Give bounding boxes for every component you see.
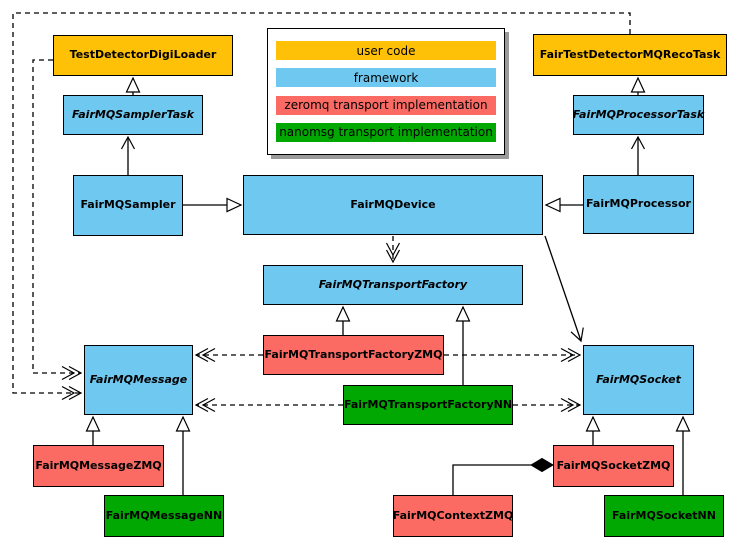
edge-device-to-socket	[544, 235, 584, 343]
node-fairmq-message-zmq: FairMQMessageZMQ	[33, 445, 164, 487]
node-fairmq-transport-factory-nn: FairMQTransportFactoryNN	[343, 385, 513, 425]
node-fairmq-transport-factory-zmq: FairMQTransportFactoryZMQ	[263, 335, 444, 375]
legend-item-nanomsg: nanomsg transport implementation	[276, 122, 496, 142]
node-test-detector-digi-loader: TestDetectorDigiLoader	[53, 35, 233, 76]
node-fairmq-socket-nn: FairMQSocketNN	[604, 495, 724, 537]
legend-item-zeromq: zeromq transport implementation	[276, 95, 496, 115]
node-fairmq-sampler-task: FairMQSamplerTask	[63, 95, 203, 135]
node-fairmq-transport-factory: FairMQTransportFactory	[263, 265, 523, 305]
node-fairmq-socket: FairMQSocket	[583, 345, 694, 415]
node-fairmq-device: FairMQDevice	[243, 175, 543, 235]
node-fairmq-processor: FairMQProcessor	[583, 175, 694, 234]
node-fairmq-message-nn: FairMQMessageNN	[104, 495, 224, 537]
node-fairmq-message: FairMQMessage	[84, 345, 193, 415]
node-fairmq-context-zmq: FairMQContextZMQ	[393, 495, 513, 537]
node-fairmq-socket-zmq: FairMQSocketZMQ	[553, 445, 674, 487]
legend-item-user-code: user code	[276, 41, 496, 61]
node-fairmq-processor-task: FairMQProcessorTask	[573, 95, 704, 135]
composition-edge	[452, 457, 554, 495]
node-fair-test-detector-mq-reco-task: FairTestDetectorMQRecoTask	[533, 34, 727, 76]
edge-contextzmq-to-socketzmq	[452, 464, 531, 495]
legend: user code framework zeromq transport imp…	[267, 28, 505, 155]
legend-item-framework: framework	[276, 68, 496, 88]
association-edges	[120, 135, 646, 343]
node-fairmq-sampler: FairMQSampler	[73, 175, 183, 236]
filled-diamond-icon	[530, 457, 554, 473]
